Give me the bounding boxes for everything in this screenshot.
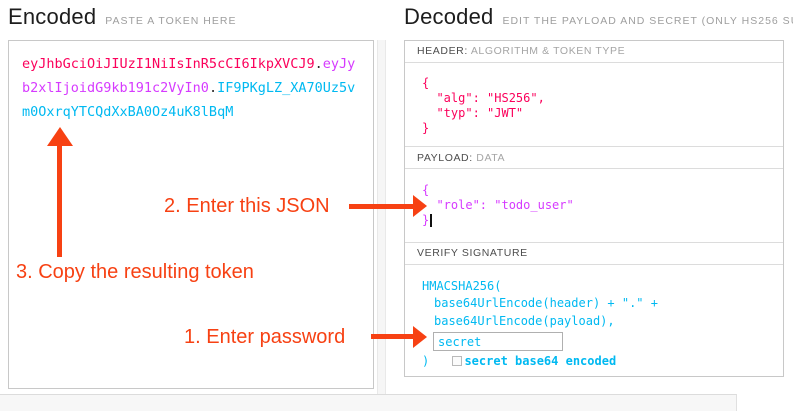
secret-input[interactable] [433, 332, 563, 352]
step3-arrow-shaft [57, 145, 62, 257]
signature-code-line: HMACSHA256( [422, 278, 502, 293]
header-json-line: "alg": "HS256", [422, 90, 545, 105]
payload-section-label: PAYLOAD: [417, 151, 473, 164]
token-header-segment: eyJhbGciOiJIUzI1NiIsInR5cCI6IkpXVCJ9 [22, 56, 315, 72]
header-json-line: "typ": "JWT" [422, 105, 524, 120]
payload-json-line: } [422, 213, 783, 228]
vertical-scrollbar-track[interactable] [377, 40, 386, 404]
step1-label: 1. Enter password [184, 326, 346, 348]
payload-json-editor[interactable]: { "role": "todo_user" } [405, 169, 783, 243]
step2-arrow-head-icon [413, 195, 427, 217]
step1-arrow-shaft [371, 334, 413, 339]
token-dot-2: . [208, 80, 218, 96]
step2-label: 2. Enter this JSON [164, 195, 330, 217]
jwt-token: eyJhbGciOiJIUzI1NiIsInR5cCI6IkpXVCJ9.eyJ… [22, 52, 359, 124]
encoded-title: Encoded [8, 4, 97, 29]
payload-section-label-suffix: DATA [472, 151, 506, 164]
step3-arrow-head-icon [47, 127, 73, 146]
base64-checkbox-label[interactable]: secret base64 encoded [464, 354, 617, 369]
header-json-line: } [422, 120, 430, 135]
step1-arrow-head-icon [413, 326, 427, 348]
token-payload-segment: eyJyb2xlIjoidG9kb191c2VyIn0 [22, 56, 356, 96]
signature-close-paren: ) [422, 354, 437, 369]
payload-json-line: "role": "todo_user" [422, 198, 574, 213]
horizontal-scrollbar-track[interactable] [0, 394, 737, 411]
step2-arrow-shaft [349, 204, 413, 209]
header-section-title: HEADER: ALGORITHM & TOKEN TYPE [405, 41, 783, 63]
signature-section-title: VERIFY SIGNATURE [405, 243, 783, 265]
base64-encoded-row: ) secret base64 encoded [422, 354, 783, 368]
base64-checkbox[interactable] [452, 356, 463, 367]
verify-signature-block: HMACSHA256( base64UrlEncode(header) + ".… [405, 265, 783, 376]
text-cursor [430, 214, 432, 228]
header-json-line: { [422, 75, 430, 90]
header-section-label-suffix: ALGORITHM & TOKEN TYPE [467, 45, 626, 58]
decoded-subtitle: EDIT THE PAYLOAD AND SECRET (ONLY HS256 … [502, 15, 793, 27]
payload-json-line: { [422, 183, 430, 198]
token-signature-segment: IF9PKgLZ_XA70Uz5vm0OxrqYTCQdXxBA0Oz4uK8l… [22, 80, 356, 120]
step3-label: 3. Copy the resulting token [16, 261, 254, 283]
encoded-heading: Encoded PASTE A TOKEN HERE [8, 4, 236, 30]
payload-section-title: PAYLOAD: DATA [405, 147, 783, 170]
encoded-subtitle: PASTE A TOKEN HERE [105, 15, 237, 27]
encoded-token-textarea[interactable]: eyJhbGciOiJIUzI1NiIsInR5cCI6IkpXVCJ9.eyJ… [8, 40, 374, 389]
signature-section-label: VERIFY SIGNATURE [417, 247, 528, 260]
signature-code-line: base64UrlEncode(payload), [434, 313, 615, 328]
decoded-heading: Decoded EDIT THE PAYLOAD AND SECRET (ONL… [404, 4, 793, 30]
signature-code-line: base64UrlEncode(header) + "." + [434, 296, 658, 311]
header-section-label: HEADER: [417, 45, 468, 58]
token-dot-1: . [314, 56, 323, 72]
decoded-title: Decoded [404, 4, 494, 29]
decoded-panel: HEADER: ALGORITHM & TOKEN TYPE { "alg": … [404, 40, 784, 377]
header-json-editor: { "alg": "HS256", "typ": "JWT" } [405, 63, 783, 148]
